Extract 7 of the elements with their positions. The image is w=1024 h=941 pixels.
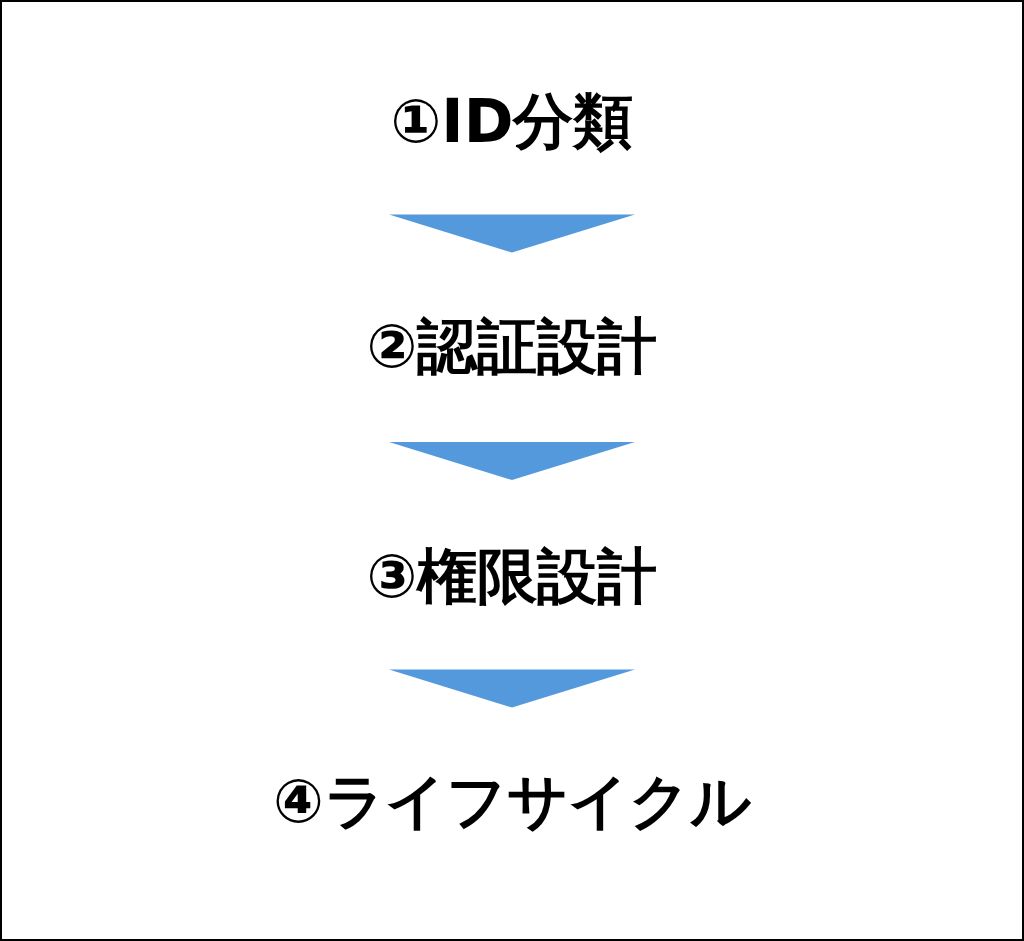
chevron-arrow <box>389 214 635 253</box>
chevron-arrow <box>389 669 635 708</box>
step-label: ①ID分類 <box>390 85 634 157</box>
step-label: ②認証設計 <box>366 310 658 382</box>
step-label: ④ライフサイクル <box>273 765 751 837</box>
step-label: ③権限設計 <box>366 540 658 612</box>
chevron-arrow <box>389 442 635 480</box>
